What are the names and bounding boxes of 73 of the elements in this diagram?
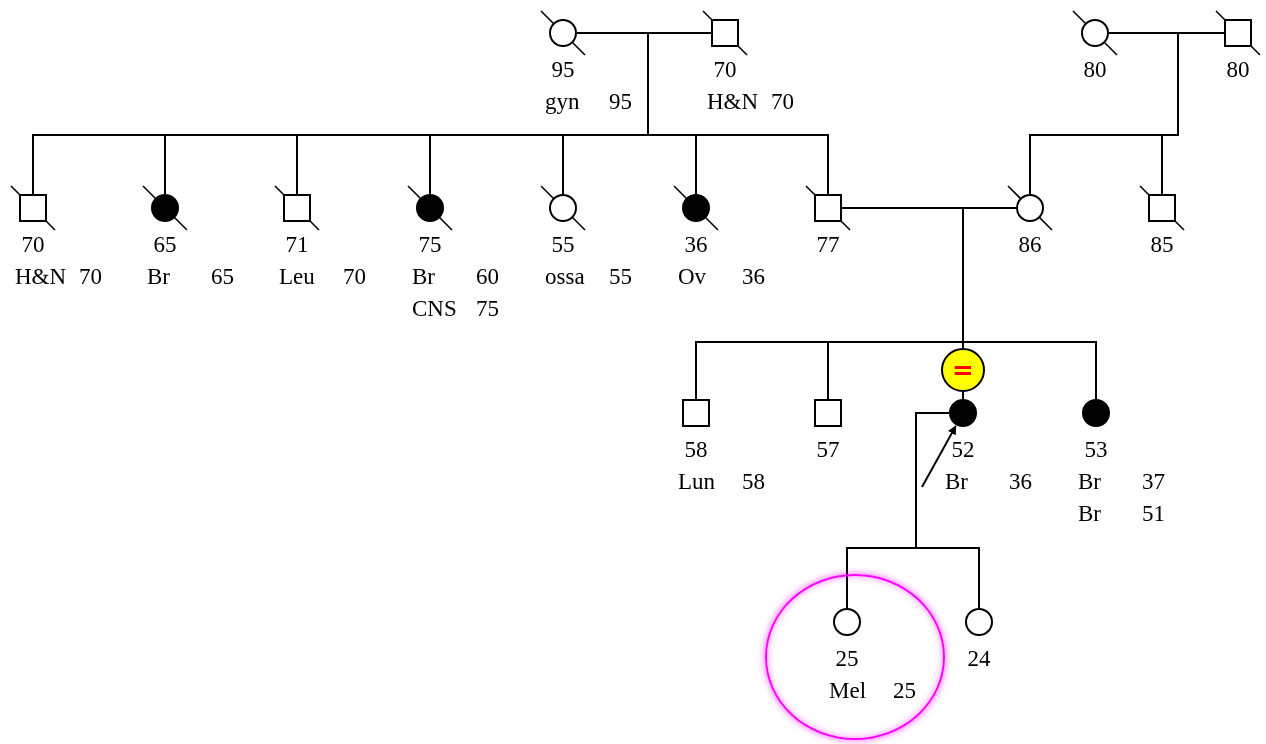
onset-age-label: 60 — [476, 263, 499, 291]
filled-circle-symbol — [416, 194, 444, 222]
pedigree-line — [915, 412, 980, 609]
pedigree-line — [962, 391, 964, 400]
age-label: 70 — [712, 56, 738, 84]
age-label: 80 — [1225, 56, 1251, 84]
diagnosis-label: Br — [412, 263, 436, 291]
onset-age-label: 37 — [1142, 468, 1165, 496]
filled-circle-symbol — [682, 194, 710, 222]
age-label: 55 — [550, 231, 576, 259]
age-label: 75 — [417, 231, 443, 259]
onset-age-label: 95 — [609, 88, 632, 116]
age-label: 24 — [966, 645, 992, 673]
onset-age-label: 36 — [1009, 468, 1032, 496]
diagnosis-label: Br — [945, 468, 969, 496]
diagnosis-label: Mel — [829, 677, 868, 705]
equals-sign: = — [952, 357, 974, 383]
highlight-ellipse — [765, 574, 945, 740]
onset-age-label: 70 — [771, 88, 794, 116]
onset-age-label: 75 — [476, 295, 499, 323]
diagnosis-label: CNS — [412, 295, 458, 323]
diagnosis-label: Br — [147, 263, 171, 291]
age-label: 71 — [284, 231, 310, 259]
diagnosis-label: ossa — [545, 263, 586, 291]
proband-arrow — [921, 425, 957, 488]
circle-symbol — [965, 608, 993, 636]
age-label: 65 — [152, 231, 178, 259]
diagnosis-label: H&N — [15, 263, 68, 291]
onset-age-label: 55 — [609, 263, 632, 291]
age-label: 36 — [683, 231, 709, 259]
age-label: 52 — [950, 436, 976, 464]
marker-circle — [941, 348, 985, 392]
age-label: 70 — [20, 231, 46, 259]
diagnosis-label: gyn — [545, 88, 581, 116]
age-label: 86 — [1017, 231, 1043, 259]
square-symbol — [682, 399, 710, 427]
onset-age-label: 51 — [1142, 500, 1165, 528]
square-symbol — [711, 19, 739, 47]
onset-age-label: 70 — [79, 263, 102, 291]
diagnosis-label: Ov — [678, 263, 708, 291]
square-symbol — [814, 399, 842, 427]
circle-symbol — [549, 19, 577, 47]
pedigree-line — [1108, 32, 1179, 195]
filled-circle-symbol — [1082, 399, 1110, 427]
onset-age-label: 65 — [211, 263, 234, 291]
diagnosis-label: Br — [1078, 468, 1102, 496]
circle-symbol — [1081, 19, 1109, 47]
diagnosis-label: Br — [1078, 500, 1102, 528]
onset-age-label: 70 — [343, 263, 366, 291]
square-symbol — [283, 194, 311, 222]
age-label: 58 — [683, 436, 709, 464]
age-label: 77 — [815, 231, 841, 259]
filled-circle-symbol — [151, 194, 179, 222]
square-symbol — [814, 194, 842, 222]
onset-age-label: 25 — [893, 677, 916, 705]
diagnosis-label: H&N — [707, 88, 760, 116]
age-label: 80 — [1082, 56, 1108, 84]
age-label: 57 — [815, 436, 841, 464]
age-label: 25 — [834, 645, 860, 673]
filled-circle-symbol — [949, 399, 977, 427]
diagnosis-label: Leu — [279, 263, 316, 291]
square-symbol — [1148, 194, 1176, 222]
diagnosis-label: Lun — [678, 468, 717, 496]
age-label: 85 — [1149, 231, 1175, 259]
square-symbol — [1224, 19, 1252, 47]
circle-symbol — [1016, 194, 1044, 222]
circle-symbol — [549, 194, 577, 222]
circle-symbol — [833, 608, 861, 636]
square-symbol — [19, 194, 47, 222]
onset-age-label: 58 — [742, 468, 765, 496]
age-label: 95 — [550, 56, 576, 84]
age-label: 53 — [1083, 436, 1109, 464]
onset-age-label: 36 — [742, 263, 765, 291]
